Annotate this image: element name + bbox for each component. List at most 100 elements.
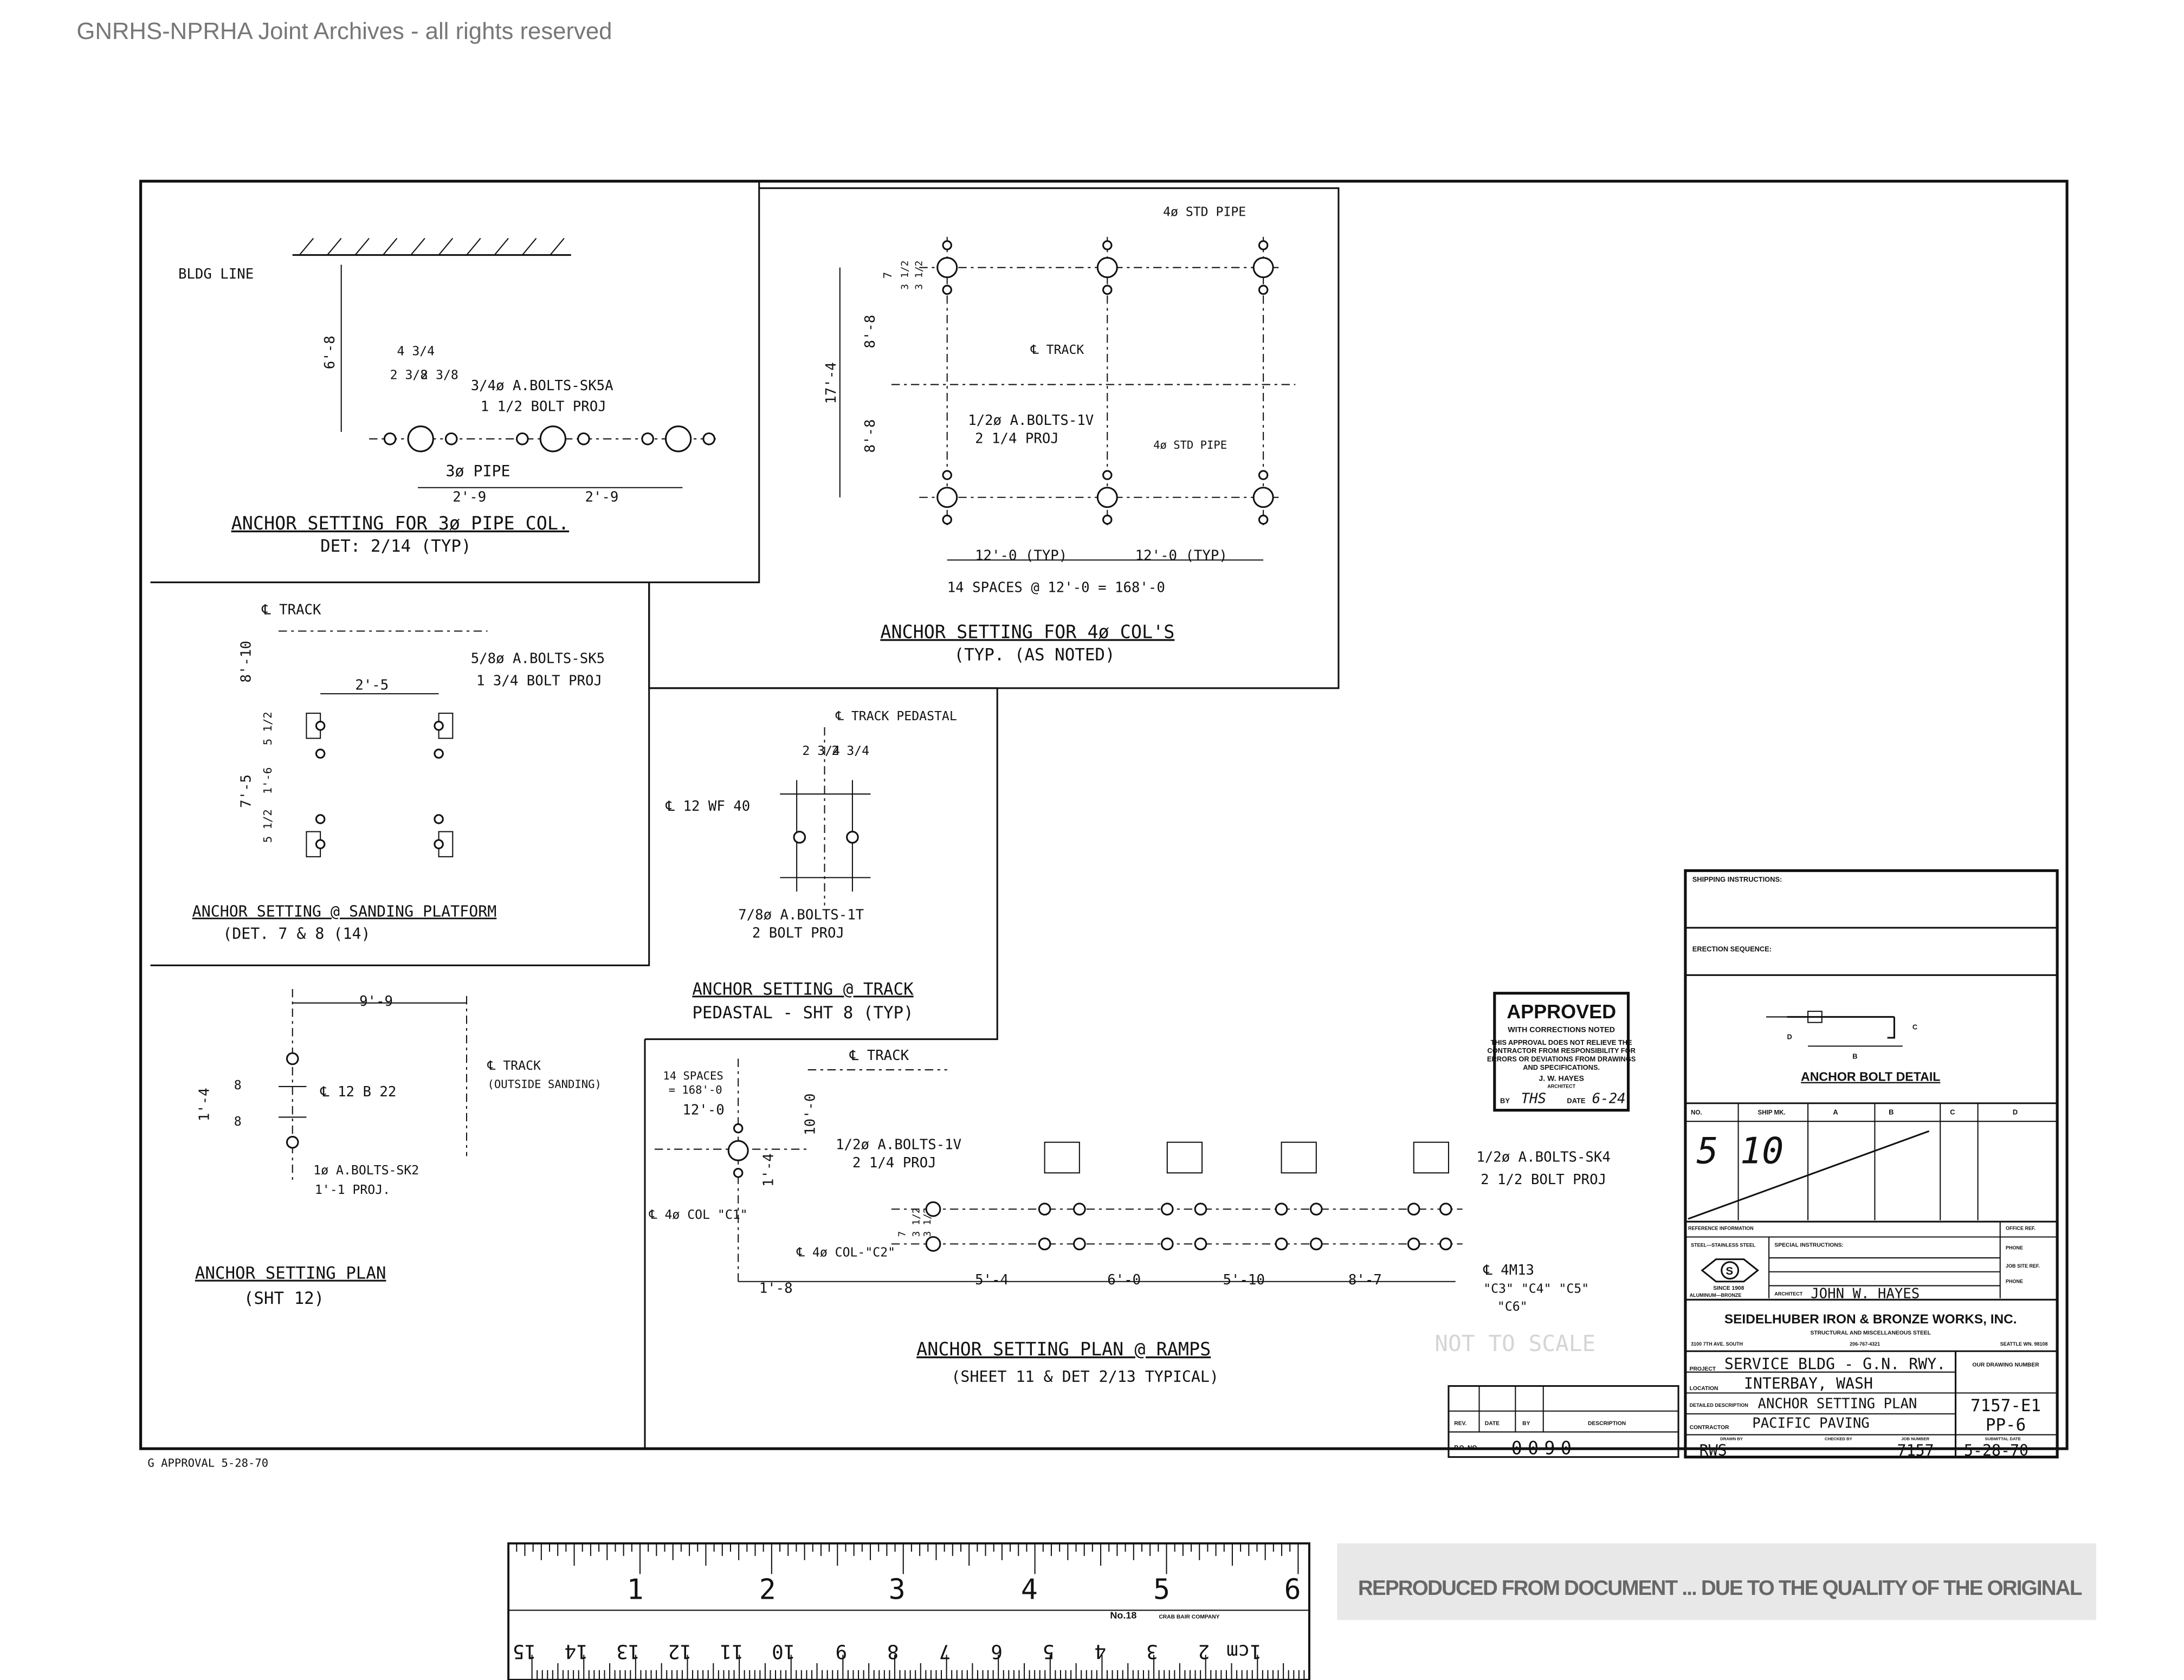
beam-col6: "C6": [1497, 1300, 1528, 1314]
cm-label: 14: [565, 1640, 588, 1663]
stamp-by-label: BY: [1500, 1097, 1510, 1105]
dim-right: 2'-9: [585, 489, 618, 505]
bolt-note: 7/8ø A.BOLTS-1T: [738, 907, 864, 923]
pipe-mid-label: 4ø STD PIPE: [1153, 438, 1227, 451]
panel-track-pedestal: ℄ TRACK PEDASTAL 2 3/4 2 3/4 ℄ 12 WF 40 …: [644, 687, 998, 1041]
not-to-scale: NOT TO SCALE: [1435, 1330, 1595, 1356]
dim-a: 5 1/2: [261, 712, 274, 745]
inch-2: 2: [759, 1574, 776, 1606]
spaces-label: 14 SPACES: [663, 1069, 723, 1082]
dim-upper: 8'-8: [862, 315, 878, 348]
handwritten-strike: [1688, 1130, 1930, 1220]
po-label: P.O. NO.: [1454, 1445, 1478, 1452]
dim-mid: 7'-5: [238, 774, 255, 808]
cm-label: 9: [835, 1640, 847, 1663]
col-b: B: [1889, 1108, 1894, 1116]
inch-4: 4: [1021, 1574, 1038, 1606]
cm-label: 12: [668, 1640, 692, 1663]
sheet-border: [139, 179, 2069, 1450]
erection-sequence: ERECTION SEQUENCE:: [1692, 945, 1772, 953]
cm-label: 7: [939, 1640, 951, 1663]
cm-label: 3: [1146, 1640, 1158, 1663]
panel-ramps: 14 SPACES = 168'-0 12'-0 ℄ TRACK 10'-0 1…: [649, 1048, 1611, 1386]
stamp-date-value: 6-24: [1592, 1091, 1626, 1107]
track-label: ℄ TRACK: [849, 1048, 909, 1064]
panel-subtitle: DET: 2/14 (TYP): [320, 537, 471, 556]
dim-height: 6'-8: [322, 335, 338, 369]
company-phone: 206-767-4321: [1850, 1341, 1880, 1347]
dim-total: 1'-4: [197, 1088, 213, 1121]
stamp-architect: J. W. HAYES: [1539, 1074, 1584, 1083]
margin-note: G APPROVAL 5-28-70: [147, 1457, 268, 1470]
drawing-number: 7157-E1: [1970, 1396, 2041, 1416]
cm-label: 5: [1043, 1640, 1055, 1663]
office-ref: OFFICE REF.: [2006, 1226, 2036, 1231]
dim-b: 2 3/8: [421, 368, 458, 382]
dim-height: 10'-0: [803, 1094, 819, 1135]
cm-label: 4: [1095, 1640, 1107, 1663]
beam-label: ℄ 12 WF 40: [665, 798, 751, 815]
bolt-proj: 1 3/4 BOLT PROJ: [476, 673, 602, 689]
stamp-by-value: THS: [1521, 1091, 1546, 1107]
drawing-number-label: OUR DRAWING NUMBER: [1972, 1362, 2039, 1368]
description-label: DETAILED DESCRIPTION: [1690, 1403, 1748, 1408]
inch-5: 5: [1153, 1574, 1170, 1606]
submittal-date: 5-28-70: [1964, 1442, 2028, 1459]
pipe-label: 3ø PIPE: [445, 462, 510, 480]
bolt-proj: 2 1/4 PROJ: [852, 1155, 936, 1171]
company-city: SEATTLE WN. 98108: [2000, 1341, 2048, 1347]
stamp-line4: ERRORS OR DEVIATIONS FROM DRAWINGS: [1487, 1055, 1636, 1063]
panel-subtitle: (SHEET 11 & DET 2/13 TYPICAL): [951, 1368, 1219, 1386]
inch-6: 6: [1284, 1574, 1301, 1606]
by-header: BY: [1522, 1420, 1530, 1426]
shipping-instructions: SHIPPING INSTRUCTIONS:: [1692, 875, 1782, 883]
anchor-bolt-detail-icon: [1766, 1011, 1903, 1047]
project-label: PROJECT: [1690, 1366, 1716, 1372]
company-address: 3100 7TH AVE. SOUTH: [1691, 1341, 1743, 1347]
col-a: A: [1833, 1108, 1838, 1116]
dim-c: 5 1/2: [261, 809, 274, 843]
panel-title: ANCHOR SETTING FOR 3ø PIPE COL.: [231, 513, 569, 534]
track-label: ℄ TRACK: [487, 1059, 541, 1073]
smudged-note-text: REPRODUCED FROM DOCUMENT ... DUE TO THE …: [1358, 1576, 2082, 1600]
location-label: LOCATION: [1690, 1386, 1718, 1392]
beam-label: ℄ 12 B 22: [320, 1084, 396, 1100]
smudged-note: REPRODUCED FROM DOCUMENT ... DUE TO THE …: [1337, 1543, 2097, 1620]
col-c2: ℄ 4ø COL-"C2": [796, 1245, 895, 1259]
panel-subtitle: (TYP. (AS NOTED): [954, 645, 1115, 664]
bldg-line-label: BLDG LINE: [178, 266, 254, 282]
bolt-proj-2: 2 1/2 BOLT PROJ: [1481, 1172, 1606, 1188]
bolt-note: 5/8ø A.BOLTS-SK5: [471, 651, 605, 667]
job-number: 7157: [1897, 1442, 1934, 1459]
revision-block: REV. DATE BY DESCRIPTION P.O. NO. 0090: [1448, 1385, 1679, 1458]
panel-subtitle: PEDASTAL - SHT 8 (TYP): [692, 1003, 913, 1023]
cm-label: 10: [772, 1640, 795, 1663]
job-site-ref: JOB SITE REF.: [2006, 1263, 2040, 1269]
col-ship-mk: SHIP MK.: [1758, 1109, 1786, 1116]
dim-2: 6'-0: [1107, 1272, 1141, 1288]
bolt-note: 3/4ø A.BOLTS-SK5A: [471, 378, 613, 394]
submittal-label: SUBMITTAL DATE: [1985, 1437, 2020, 1442]
col-c: C: [1950, 1108, 1955, 1116]
dim-top: 9'-9: [359, 993, 393, 1010]
bolt-note: 1ø A.BOLTS-SK2: [313, 1164, 419, 1178]
beam-label: ℄ 4M13: [1483, 1262, 1534, 1278]
panel-four-inch-col: 4ø STD PIPE ℄ TRACK 17'-4 8'-8 8'-8 7 3 …: [648, 187, 1340, 689]
panel-pipe-col: BLDG LINE 6'-8 4 3/4 2 3/8 2 3/8 3/4ø A.…: [150, 180, 760, 584]
company-sub: STRUCTURAL AND MISCELLANEOUS STEEL: [1810, 1330, 1930, 1336]
panel-title: ANCHOR SETTING FOR 4ø COL'S: [880, 621, 1174, 642]
dim-4: 8'-7: [1348, 1272, 1382, 1288]
dim-b: 1'-6: [261, 767, 274, 794]
panel-subtitle: (SHT 12): [244, 1289, 324, 1308]
track-note: (OUTSIDE SANDING): [488, 1077, 602, 1090]
space-total: 14 SPACES @ 12'-0 = 168'-0: [947, 580, 1165, 596]
job-number-label: JOB NUMBER: [1901, 1437, 1929, 1442]
panel-title: ANCHOR SETTING PLAN @ RAMPS: [916, 1339, 1211, 1360]
ruler-model: No.18: [1110, 1610, 1136, 1621]
space-left: 12'-0 (TYP): [975, 547, 1067, 564]
contractor-value: PACIFIC PAVING: [1752, 1416, 1870, 1432]
dim-12: 12'-0: [682, 1102, 724, 1118]
spaces-total: = 168'-0: [669, 1083, 722, 1096]
stamp-line2: THIS APPROVAL DOES NOT RELIEVE THE: [1491, 1038, 1632, 1046]
dim-top: 4 3/4: [397, 345, 435, 359]
